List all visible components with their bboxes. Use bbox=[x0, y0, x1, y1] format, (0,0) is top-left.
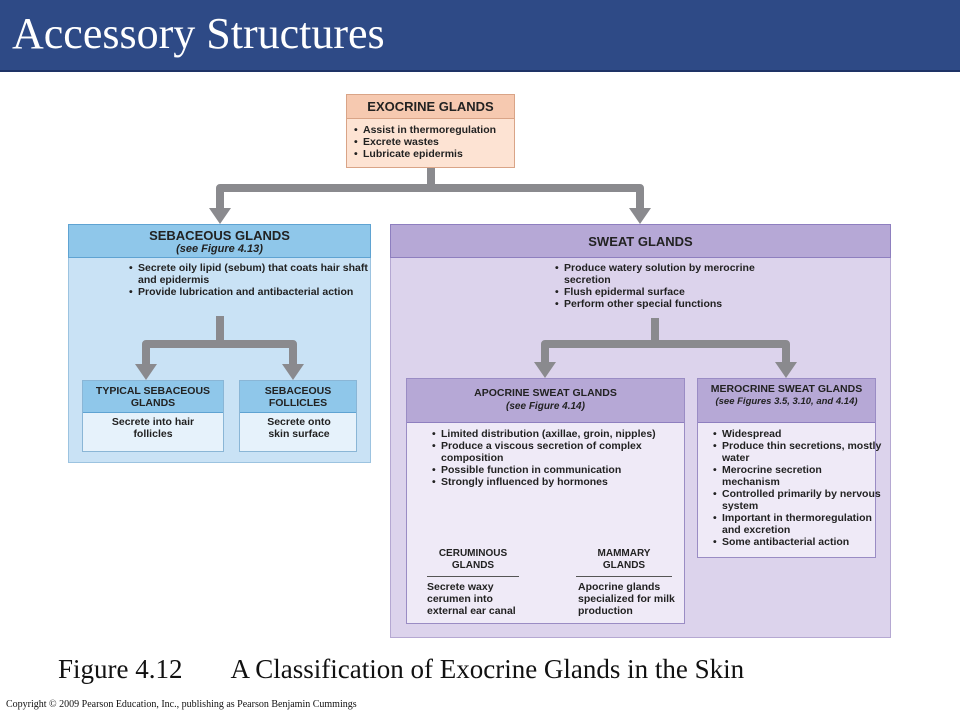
ceruminous-title: CERUMINOUS GLANDS bbox=[438, 548, 508, 571]
sebaceous-subtitle: (see Figure 4.13) bbox=[176, 243, 263, 255]
list-item: Produce a viscous secretion of complex c… bbox=[432, 440, 681, 464]
sweat-title: SWEAT GLANDS bbox=[588, 234, 693, 249]
sebaceous-follicles-desc: Secrete onto skin surface bbox=[267, 416, 331, 440]
list-item: Flush epidermal surface bbox=[555, 286, 774, 298]
copyright-notice: Copyright © 2009 Pearson Education, Inc.… bbox=[6, 699, 357, 710]
exocrine-title: EXOCRINE GLANDS bbox=[367, 99, 494, 114]
arrow-to-typical bbox=[142, 316, 224, 368]
figure-caption: Figure 4.12 A Classification of Exocrine … bbox=[58, 654, 744, 685]
list-item: Widespread bbox=[713, 428, 882, 440]
list-item: Some antibacterial action bbox=[713, 536, 882, 548]
list-item: Produce thin secretions, mostly water bbox=[713, 440, 882, 464]
list-item: Possible function in communication bbox=[432, 464, 681, 476]
sebaceous-header: SEBACEOUS GLANDS (see Figure 4.13) bbox=[68, 224, 371, 258]
apocrine-title: APOCRINE SWEAT GLANDS bbox=[474, 387, 617, 399]
merocrine-subtitle: (see Figures 3.5, 3.10, and 4.14) bbox=[715, 396, 858, 407]
sebaceous-follicles-box: SEBACEOUS FOLLICLES Secrete onto skin su… bbox=[239, 380, 357, 452]
list-item: Provide lubrication and antibacterial ac… bbox=[129, 286, 370, 298]
merocrine-title: MEROCRINE SWEAT GLANDS bbox=[710, 383, 863, 395]
arrow-to-merocrine bbox=[655, 340, 790, 366]
list-item: Merocrine secretion mechanism bbox=[713, 464, 882, 488]
merocrine-list: Widespread Produce thin secretions, most… bbox=[712, 428, 882, 548]
apocrine-list: Limited distribution (axillae, groin, ni… bbox=[431, 428, 681, 488]
apocrine-box: APOCRINE SWEAT GLANDS (see Figure 4.14) … bbox=[406, 378, 685, 624]
slide-title: Accessory Structures bbox=[12, 9, 385, 58]
title-bar: Accessory Structures bbox=[0, 0, 960, 72]
merocrine-box: MEROCRINE SWEAT GLANDS (see Figures 3.5,… bbox=[697, 378, 881, 558]
figure-title: A Classification of Exocrine Glands in t… bbox=[230, 654, 745, 684]
list-item: Controlled primarily by nervous system bbox=[713, 488, 882, 512]
sweat-list: Produce watery solution by merocrine sec… bbox=[554, 262, 774, 310]
list-item: Produce watery solution by merocrine sec… bbox=[555, 262, 774, 286]
mammary-section: MAMMARY GLANDS Apocrine glands specializ… bbox=[572, 548, 680, 617]
typical-sebaceous-header: TYPICAL SEBACEOUS GLANDS bbox=[83, 381, 223, 413]
mammary-desc: Apocrine glands specialized for milk pro… bbox=[578, 581, 675, 617]
arrow-to-follicles bbox=[220, 340, 297, 368]
sweat-header: SWEAT GLANDS bbox=[390, 224, 891, 258]
apocrine-subtitle: (see Figure 4.14) bbox=[506, 401, 585, 412]
figure-number: Figure 4.12 bbox=[58, 654, 183, 684]
list-item: Limited distribution (axillae, groin, ni… bbox=[432, 428, 681, 440]
arrow-to-sweat bbox=[431, 184, 644, 212]
exocrine-header: EXOCRINE GLANDS bbox=[347, 95, 514, 119]
apocrine-header: APOCRINE SWEAT GLANDS (see Figure 4.14) bbox=[407, 379, 684, 423]
list-item: Strongly influenced by hormones bbox=[432, 476, 681, 488]
list-item: Important in thermoregulation and excret… bbox=[713, 512, 882, 536]
sebaceous-list: Secrete oily lipid (sebum) that coats ha… bbox=[128, 262, 370, 298]
list-item: Assist in thermoregulation bbox=[354, 124, 521, 136]
list-item: Secrete oily lipid (sebum) that coats ha… bbox=[129, 262, 370, 286]
exocrine-box: EXOCRINE GLANDS Assist in thermoregulati… bbox=[346, 94, 515, 168]
sebaceous-follicles-header: SEBACEOUS FOLLICLES bbox=[240, 381, 356, 413]
exocrine-list: Assist in thermoregulation Excrete waste… bbox=[353, 124, 521, 160]
merocrine-header: MEROCRINE SWEAT GLANDS (see Figures 3.5,… bbox=[698, 379, 875, 423]
arrow-to-sebaceous bbox=[216, 168, 435, 212]
typical-sebaceous-box: TYPICAL SEBACEOUS GLANDS Secrete into ha… bbox=[82, 380, 224, 452]
typical-sebaceous-desc: Secrete into hair follicles bbox=[111, 416, 195, 440]
arrow-to-apocrine bbox=[541, 318, 659, 366]
ceruminous-desc: Secrete waxy cerumen into external ear c… bbox=[427, 581, 516, 617]
sebaceous-title: SEBACEOUS GLANDS bbox=[149, 228, 290, 243]
mammary-title: MAMMARY GLANDS bbox=[597, 548, 651, 571]
list-item: Lubricate epidermis bbox=[354, 148, 521, 160]
ceruminous-divider bbox=[427, 576, 519, 577]
ceruminous-section: CERUMINOUS GLANDS Secrete waxy cerumen i… bbox=[421, 548, 525, 617]
mammary-divider bbox=[576, 576, 672, 577]
sebaceous-follicles-title: SEBACEOUS FOLLICLES bbox=[264, 385, 332, 409]
list-item: Perform other special functions bbox=[555, 298, 774, 310]
typical-sebaceous-title: TYPICAL SEBACEOUS GLANDS bbox=[95, 385, 211, 409]
list-item: Excrete wastes bbox=[354, 136, 521, 148]
